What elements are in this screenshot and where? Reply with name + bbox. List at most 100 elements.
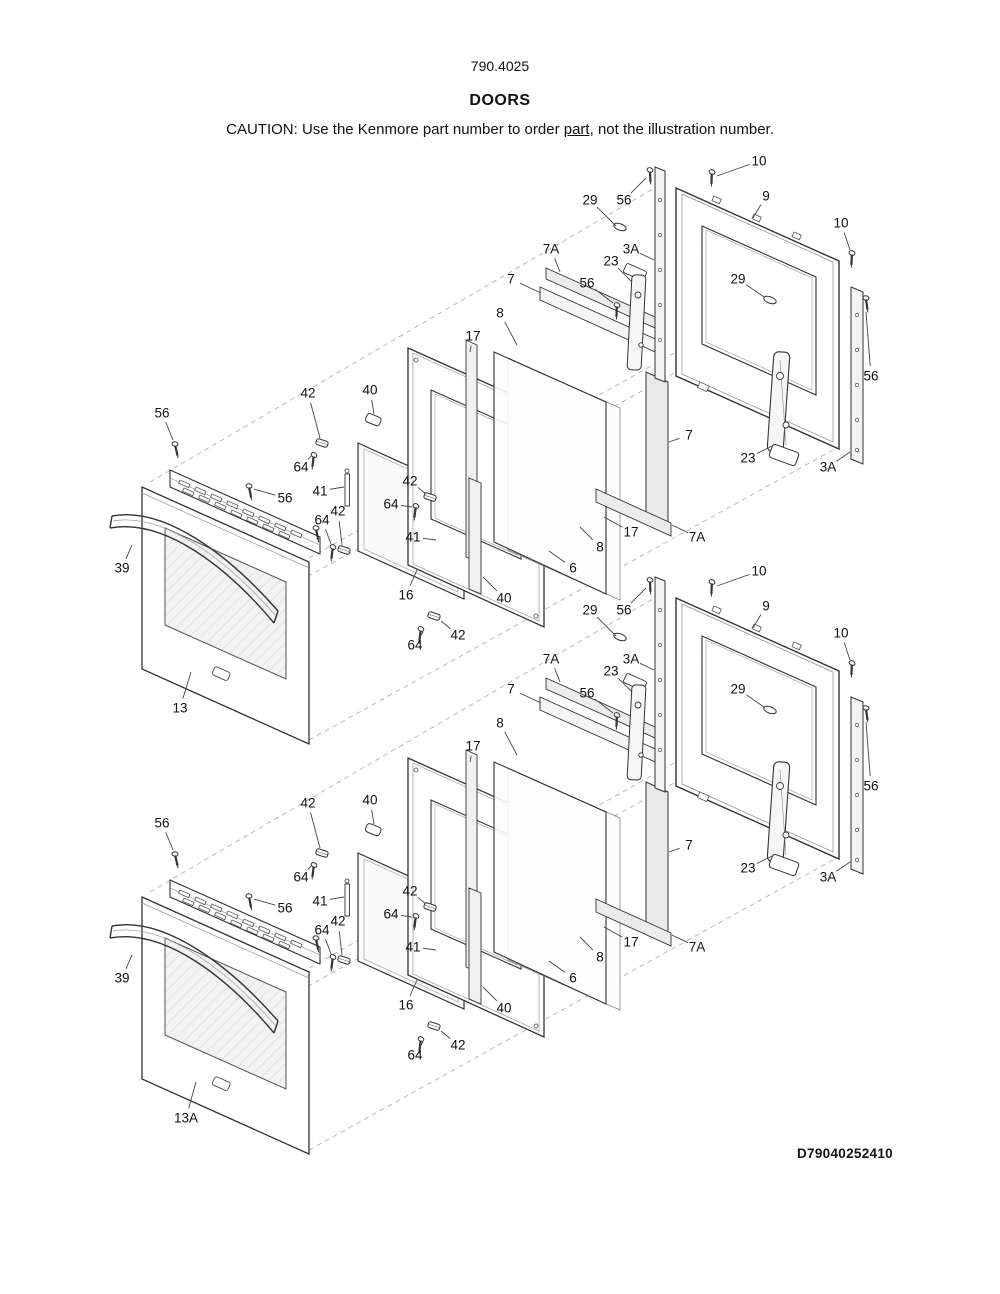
caution-text: CAUTION: Use the Kenmore part number to … [0, 121, 1000, 138]
callout-label-64: 64 [407, 638, 423, 653]
callout-label-42: 42 [450, 1038, 465, 1053]
callout-leader [716, 573, 750, 587]
callout-leader [594, 288, 614, 304]
callout-label-16: 16 [398, 998, 413, 1013]
callout-leader [836, 451, 851, 462]
callout-leader [617, 267, 633, 283]
callout-label-42: 42 [330, 504, 345, 519]
callout-label-10: 10 [833, 216, 848, 231]
callout-leader [188, 1081, 197, 1109]
callout-leader [671, 934, 689, 944]
callout-leader [519, 692, 542, 704]
callout-label-23: 23 [740, 861, 755, 876]
callout-leader [338, 930, 343, 956]
callout-leader [400, 914, 413, 918]
callout-leader [843, 642, 851, 661]
callout-label-13A: 13A [174, 1111, 198, 1126]
callout-leader [548, 960, 566, 973]
callout-leader [182, 671, 192, 699]
callout-leader [756, 445, 773, 454]
callout-label-3A: 3A [623, 242, 640, 257]
callout-label-64: 64 [407, 1048, 423, 1063]
callout-label-7: 7 [685, 428, 693, 443]
callout-label-40: 40 [496, 591, 511, 606]
callout-leader [579, 526, 594, 541]
callout-leader [639, 662, 655, 671]
callout-label-7A: 7A [689, 530, 706, 545]
callout-leader [419, 631, 424, 637]
callout-leader [668, 437, 680, 443]
callout-leader [482, 576, 498, 592]
callout-leader [310, 402, 321, 439]
callout-label-29: 29 [730, 682, 745, 697]
callout-label-64: 64 [383, 907, 399, 922]
callout-label-8: 8 [596, 950, 604, 965]
callout-label-40: 40 [362, 383, 377, 398]
callout-label-64: 64 [293, 870, 309, 885]
callout-leader [843, 232, 851, 251]
callout-label-3A: 3A [820, 870, 837, 885]
callout-leader [440, 620, 451, 629]
callout-leader [165, 832, 174, 851]
callout-label-17: 17 [465, 329, 480, 344]
caution-part-word: part [563, 121, 590, 138]
callout-label-39: 39 [114, 561, 129, 576]
callout-leader [596, 206, 617, 227]
callout-leader [165, 422, 174, 441]
callout-label-23: 23 [603, 254, 618, 269]
callout-leader [594, 698, 614, 714]
callout-leader [630, 587, 647, 604]
callout-leader [745, 694, 765, 708]
callout-label-13: 13 [172, 701, 187, 716]
callout-label-56: 56 [616, 193, 631, 208]
callout-label-23: 23 [740, 451, 755, 466]
callout-leader [752, 204, 762, 219]
callout-leader [329, 896, 345, 900]
callout-label-3A: 3A [623, 652, 640, 667]
callout-leader [417, 896, 427, 905]
callout-label-29: 29 [582, 193, 597, 208]
callout-leader [519, 282, 542, 294]
callout-label-9: 9 [762, 189, 770, 204]
callout-leader [469, 755, 472, 763]
caution-prefix: CAUTION: Use the Kenmore part number to … [226, 121, 564, 138]
callout-label-56: 56 [277, 491, 292, 506]
callout-leader [596, 616, 617, 637]
callout-leader [752, 614, 762, 629]
callout-label-10: 10 [751, 564, 766, 579]
callout-leader [482, 986, 498, 1002]
callout-leader [307, 455, 312, 460]
callout-leader [745, 284, 765, 298]
callout-label-16: 16 [398, 588, 413, 603]
callout-label-56: 56 [863, 369, 878, 384]
callout-leader [371, 399, 375, 415]
callout-label-7: 7 [507, 682, 515, 697]
callout-leader [469, 345, 472, 353]
callout-leader [617, 677, 633, 693]
callout-leader [409, 979, 418, 997]
callout-label-29: 29 [582, 603, 597, 618]
callout-leader [756, 855, 773, 864]
callout-label-42: 42 [300, 386, 315, 401]
callout-label-8: 8 [496, 306, 504, 321]
callout-leader [716, 163, 750, 177]
callout-leader [504, 731, 518, 756]
callout-leader [554, 668, 561, 683]
callout-label-8: 8 [496, 716, 504, 731]
callout-label-42: 42 [402, 884, 417, 899]
callout-label-23: 23 [603, 664, 618, 679]
callout-leader [400, 504, 413, 508]
callout-label-56: 56 [863, 779, 878, 794]
callout-label-17: 17 [623, 525, 638, 540]
callout-leader [253, 488, 276, 496]
callout-leader [836, 861, 851, 872]
callout-leader [310, 812, 321, 849]
callout-label-42: 42 [450, 628, 465, 643]
callout-label-7A: 7A [689, 940, 706, 955]
callout-label-10: 10 [833, 626, 848, 641]
callout-leader [603, 926, 623, 938]
callout-leader [603, 516, 623, 528]
